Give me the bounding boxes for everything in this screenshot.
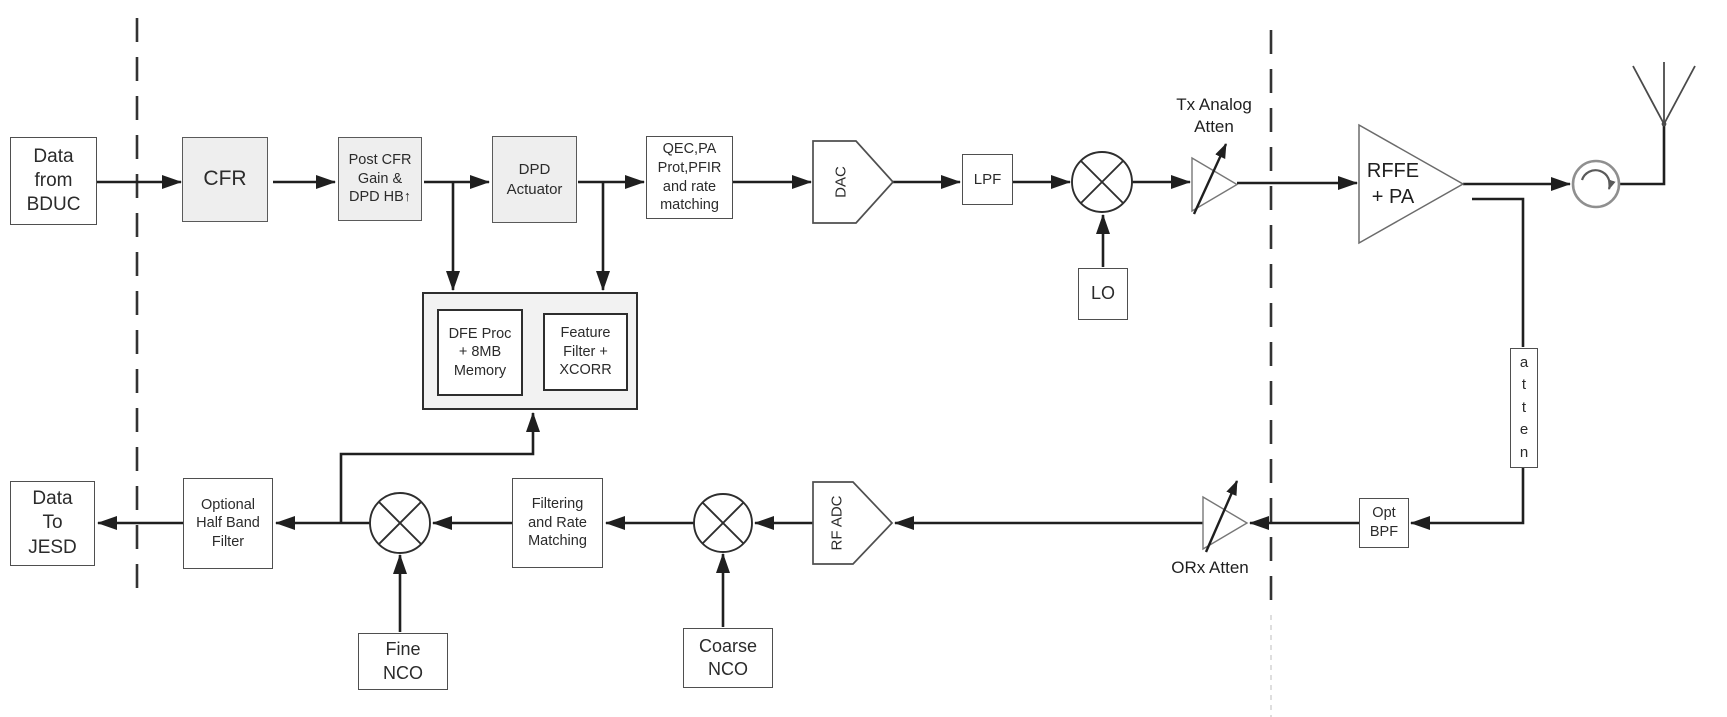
block-feature-filter-xcorr: Feature Filter + XCORR: [543, 313, 628, 391]
block-opt-bpf: Opt BPF: [1359, 498, 1409, 548]
tx-mixer-icon: [1071, 151, 1133, 213]
rx-fine-mixer-icon: [369, 492, 431, 554]
rffe-pa-shape: [1358, 123, 1465, 245]
block-optional-half-band-filter: Optional Half Band Filter: [183, 478, 273, 569]
antenna-icon: [1632, 62, 1696, 127]
block-dpd-actuator: DPD Actuator: [492, 136, 577, 223]
label-tx-analog-atten: Tx Analog Atten: [1176, 95, 1252, 137]
block-atten: a t t e n: [1510, 348, 1538, 468]
block-dfe-proc-memory: DFE Proc + 8MB Memory: [437, 309, 523, 396]
block-filtering-rate-matching: Filtering and Rate Matching: [512, 478, 603, 568]
block-fine-nco: Fine NCO: [358, 633, 448, 690]
rf-adc-label: RF ADC: [829, 495, 846, 550]
block-post-cfr-gain-dpd-hb: Post CFR Gain & DPD HB↑: [338, 137, 422, 221]
block-coarse-nco: Coarse NCO: [683, 628, 773, 688]
orx-atten-icon: [1202, 480, 1249, 553]
rf-adc-shape: [812, 481, 894, 565]
conn-pa-coupler-atten: [1472, 197, 1525, 347]
label-orx-atten: ORx Atten: [1171, 558, 1249, 577]
dac-shape: [812, 140, 895, 224]
block-lpf: LPF: [962, 154, 1013, 205]
block-lo: LO: [1078, 268, 1128, 320]
block-cfr: CFR: [182, 137, 268, 222]
label-rffe-pa: RFFE + PA: [1366, 160, 1420, 208]
block-data-to-jesd: Data To JESD: [10, 481, 95, 566]
conn-atten-optbpf: [1410, 468, 1525, 530]
conn-circulator-antenna: [1619, 126, 1666, 186]
rx-coarse-mixer-icon: [693, 493, 753, 553]
tx-analog-atten-icon: [1191, 143, 1239, 215]
circulator-icon: [1571, 159, 1621, 209]
dac-label: DAC: [833, 166, 850, 198]
block-qec-pa-prot-pfir: QEC,PA Prot,PFIR and rate matching: [646, 136, 733, 219]
conn-rx-feedback-dfe: [339, 412, 540, 523]
block-data-from-bduc: Data from BDUC: [10, 137, 97, 225]
